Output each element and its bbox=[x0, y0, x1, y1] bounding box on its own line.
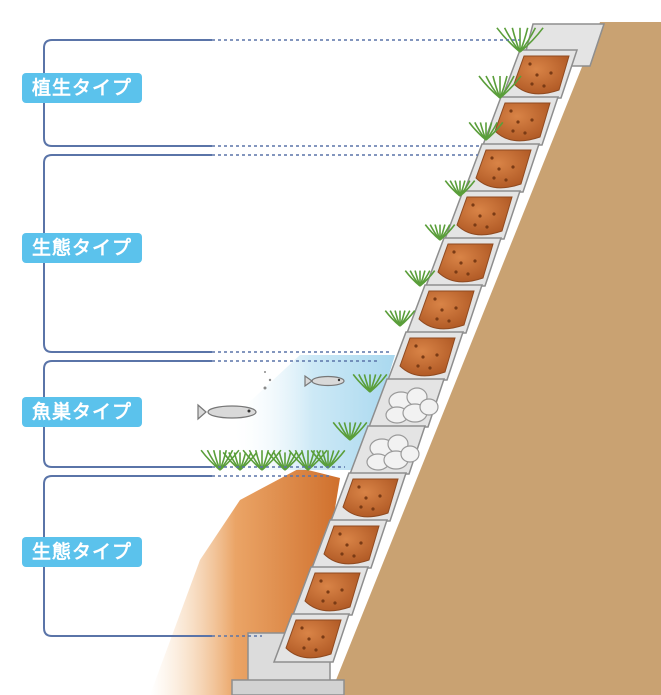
plant-icon bbox=[468, 121, 504, 141]
zone-dashed-lines bbox=[212, 39, 520, 637]
wall-block bbox=[481, 96, 560, 146]
wall-block bbox=[291, 566, 370, 616]
plant-icon bbox=[288, 449, 328, 471]
soil-pocket bbox=[342, 478, 399, 518]
stone-icon bbox=[366, 434, 420, 471]
wall-block bbox=[462, 143, 541, 193]
wall-block bbox=[272, 613, 351, 663]
soil-pocket bbox=[437, 243, 494, 283]
plant-icon bbox=[424, 224, 456, 241]
plant-icon bbox=[384, 310, 416, 327]
soil-embankment bbox=[330, 22, 661, 695]
soil-pocket bbox=[456, 196, 513, 236]
plant-icon bbox=[444, 180, 476, 197]
wall-block bbox=[500, 49, 579, 99]
plant-icon bbox=[332, 421, 368, 441]
plant-icon bbox=[404, 270, 436, 287]
fish-icon bbox=[304, 374, 345, 388]
water-body bbox=[230, 355, 395, 470]
soil-pocket bbox=[399, 337, 456, 377]
soil-pocket bbox=[418, 290, 475, 330]
wall-block bbox=[424, 237, 503, 287]
soil-pocket bbox=[285, 619, 342, 659]
plant-icon bbox=[200, 449, 240, 471]
plant-icon bbox=[242, 449, 282, 471]
zone-label-ecology-upper: 生態タイプ bbox=[22, 233, 143, 263]
bubble-dots bbox=[263, 371, 272, 390]
soil-pocket bbox=[323, 525, 380, 565]
stone-icon bbox=[385, 387, 439, 424]
soil-pocket bbox=[304, 572, 361, 612]
wall-block bbox=[329, 472, 408, 522]
wall-block bbox=[443, 190, 522, 240]
plant-icon bbox=[478, 75, 522, 99]
soil-pocket bbox=[475, 149, 532, 189]
fish-icon bbox=[197, 403, 257, 421]
plant-icon bbox=[352, 373, 388, 393]
zone-label-fish-nest: 魚巣タイプ bbox=[22, 397, 143, 427]
foundation-base bbox=[231, 679, 345, 695]
zone-label-ecology-lower: 生態タイプ bbox=[22, 537, 143, 567]
plant-icon bbox=[267, 451, 303, 471]
plant-icon bbox=[496, 27, 544, 53]
zone-label-planting: 植生タイプ bbox=[22, 73, 143, 103]
wall-block bbox=[386, 331, 465, 381]
wall-block bbox=[310, 519, 389, 569]
wall-block bbox=[405, 284, 484, 334]
